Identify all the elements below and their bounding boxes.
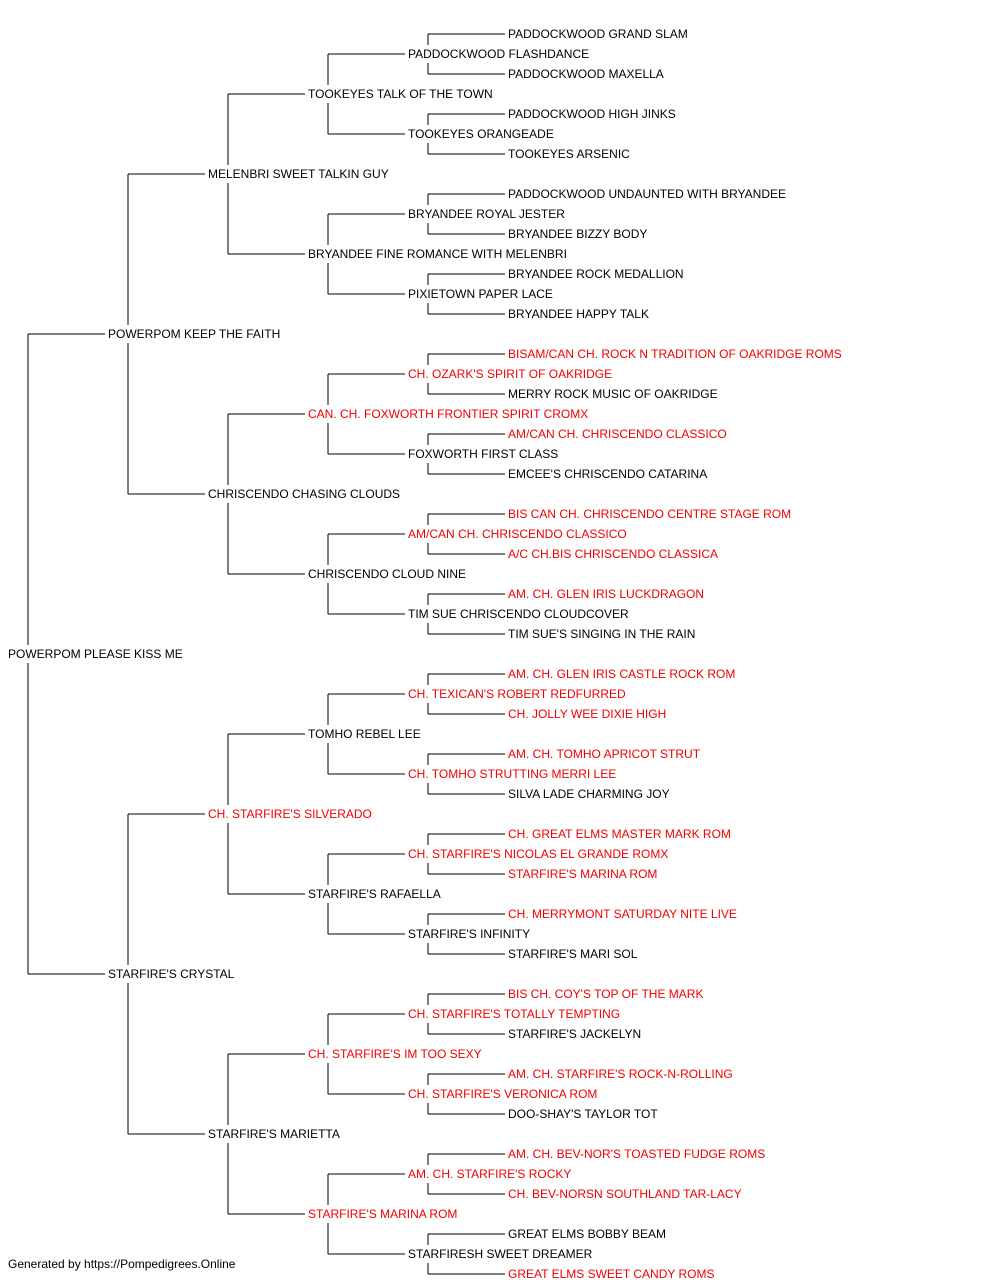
ancestor-name-gen-4: CH. STARFIRE'S TOTALLY TEMPTING bbox=[408, 1007, 620, 1021]
ancestor-name-gen-5: PADDOCKWOOD UNDAUNTED WITH BRYANDEE bbox=[508, 187, 786, 201]
ancestor-name-gen-5: STARFIRE'S MARI SOL bbox=[508, 947, 638, 961]
pedigree-connectors bbox=[27, 33, 505, 1275]
ancestor-name-gen-5: AM. CH. GLEN IRIS CASTLE ROCK ROM bbox=[508, 667, 735, 681]
ancestor-name-gen-3: TOMHO REBEL LEE bbox=[308, 727, 421, 741]
ancestor-name-gen-5: PADDOCKWOOD MAXELLA bbox=[508, 67, 664, 81]
ancestor-name-gen-5: AM. CH. GLEN IRIS LUCKDRAGON bbox=[508, 587, 704, 601]
ancestor-name-gen-4: TIM SUE CHRISCENDO CLOUDCOVER bbox=[408, 607, 629, 621]
ancestor-name-gen-3: STARFIRE'S MARINA ROM bbox=[308, 1207, 457, 1221]
ancestor-name-gen-3: TOOKEYES TALK OF THE TOWN bbox=[308, 87, 493, 101]
ancestor-name-gen-5: DOO-SHAY'S TAYLOR TOT bbox=[508, 1107, 658, 1121]
ancestor-name-gen-3: CHRISCENDO CLOUD NINE bbox=[308, 567, 466, 581]
subject-dog-name: POWERPOM PLEASE KISS ME bbox=[8, 647, 183, 661]
ancestor-name-gen-4: CH. STARFIRE'S VERONICA ROM bbox=[408, 1087, 597, 1101]
ancestor-name-gen-5: PADDOCKWOOD HIGH JINKS bbox=[508, 107, 676, 121]
ancestor-name-gen-5: BRYANDEE BIZZY BODY bbox=[508, 227, 647, 241]
pedigree-labels: POWERPOM PLEASE KISS ME POWERPOM KEEP THE… bbox=[8, 27, 842, 1280]
ancestor-name-gen-4: AM/CAN CH. CHRISCENDO CLASSICO bbox=[408, 527, 627, 541]
ancestor-name-gen-2: MELENBRI SWEET TALKIN GUY bbox=[208, 167, 389, 181]
ancestor-name-gen-5: BIS CH. COY'S TOP OF THE MARK bbox=[508, 987, 703, 1001]
ancestor-name-gen-4: CH. TEXICAN'S ROBERT REDFURRED bbox=[408, 687, 626, 701]
ancestor-name-gen-4: CH. OZARK'S SPIRIT OF OAKRIDGE bbox=[408, 367, 612, 381]
ancestor-name-gen-5: PADDOCKWOOD GRAND SLAM bbox=[508, 27, 688, 41]
ancestor-name-gen-5: AM. CH. TOMHO APRICOT STRUT bbox=[508, 747, 701, 761]
ancestor-name-gen-5: AM/CAN CH. CHRISCENDO CLASSICO bbox=[508, 427, 727, 441]
ancestor-name-gen-4: PADDOCKWOOD FLASHDANCE bbox=[408, 47, 589, 61]
ancestor-name-gen-2: CH. STARFIRE'S SILVERADO bbox=[208, 807, 372, 821]
ancestor-name-gen-5: GREAT ELMS BOBBY BEAM bbox=[508, 1227, 666, 1241]
ancestor-name-gen-5: EMCEE'S CHRISCENDO CATARINA bbox=[508, 467, 707, 481]
ancestor-name-gen-5: CH. JOLLY WEE DIXIE HIGH bbox=[508, 707, 666, 721]
ancestor-name-gen-2: STARFIRE'S MARIETTA bbox=[208, 1127, 340, 1141]
ancestor-name-gen-4: AM. CH. STARFIRE'S ROCKY bbox=[408, 1167, 571, 1181]
ancestor-name-gen-5: CH. MERRYMONT SATURDAY NITE LIVE bbox=[508, 907, 737, 921]
ancestor-name-gen-4: BRYANDEE ROYAL JESTER bbox=[408, 207, 565, 221]
ancestor-name-gen-5: TOOKEYES ARSENIC bbox=[508, 147, 630, 161]
ancestor-name-gen-5: STARFIRE'S MARINA ROM bbox=[508, 867, 657, 881]
ancestor-name-gen-1: STARFIRE'S CRYSTAL bbox=[108, 967, 235, 981]
ancestor-name-gen-5: STARFIRE'S JACKELYN bbox=[508, 1027, 641, 1041]
ancestor-name-gen-5: AM. CH. STARFIRE'S ROCK-N-ROLLING bbox=[508, 1067, 733, 1081]
ancestor-name-gen-3: CH. STARFIRE'S IM TOO SEXY bbox=[308, 1047, 482, 1061]
ancestor-name-gen-5: MERRY ROCK MUSIC OF OAKRIDGE bbox=[508, 387, 718, 401]
ancestor-name-gen-5: AM. CH. BEV-NOR'S TOASTED FUDGE ROMS bbox=[508, 1147, 765, 1161]
ancestor-name-gen-2: CHRISCENDO CHASING CLOUDS bbox=[208, 487, 400, 501]
ancestor-name-gen-5: BIS CAN CH. CHRISCENDO CENTRE STAGE ROM bbox=[508, 507, 791, 521]
ancestor-name-gen-5: BRYANDEE HAPPY TALK bbox=[508, 307, 649, 321]
ancestor-name-gen-4: TOOKEYES ORANGEADE bbox=[408, 127, 554, 141]
ancestor-name-gen-4: STARFIRESH SWEET DREAMER bbox=[408, 1247, 593, 1261]
ancestor-name-gen-5: SILVA LADE CHARMING JOY bbox=[508, 787, 670, 801]
ancestor-name-gen-3: BRYANDEE FINE ROMANCE WITH MELENBRI bbox=[308, 247, 567, 261]
ancestor-name-gen-5: BRYANDEE ROCK MEDALLION bbox=[508, 267, 684, 281]
ancestor-name-gen-5: CH. BEV-NORSN SOUTHLAND TAR-LACY bbox=[508, 1187, 742, 1201]
ancestor-name-gen-1: POWERPOM KEEP THE FAITH bbox=[108, 327, 280, 341]
ancestor-name-gen-4: STARFIRE'S INFINITY bbox=[408, 927, 530, 941]
ancestor-name-gen-3: STARFIRE'S RAFAELLA bbox=[308, 887, 441, 901]
ancestor-name-gen-4: FOXWORTH FIRST CLASS bbox=[408, 447, 558, 461]
ancestor-name-gen-5: TIM SUE'S SINGING IN THE RAIN bbox=[508, 627, 695, 641]
footer-credit: Generated by https://Pompedigrees.Online bbox=[8, 1257, 236, 1271]
ancestor-name-gen-4: CH. TOMHO STRUTTING MERRI LEE bbox=[408, 767, 616, 781]
ancestor-name-gen-4: PIXIETOWN PAPER LACE bbox=[408, 287, 553, 301]
ancestor-name-gen-5: GREAT ELMS SWEET CANDY ROMS bbox=[508, 1267, 714, 1280]
ancestor-name-gen-3: CAN. CH. FOXWORTH FRONTIER SPIRIT CROMX bbox=[308, 407, 588, 421]
ancestor-name-gen-5: BISAM/CAN CH. ROCK N TRADITION OF OAKRID… bbox=[508, 347, 842, 361]
ancestor-name-gen-5: A/C CH.BIS CHRISCENDO CLASSICA bbox=[508, 547, 718, 561]
ancestor-name-gen-5: CH. GREAT ELMS MASTER MARK ROM bbox=[508, 827, 731, 841]
ancestor-name-gen-4: CH. STARFIRE'S NICOLAS EL GRANDE ROMX bbox=[408, 847, 668, 861]
